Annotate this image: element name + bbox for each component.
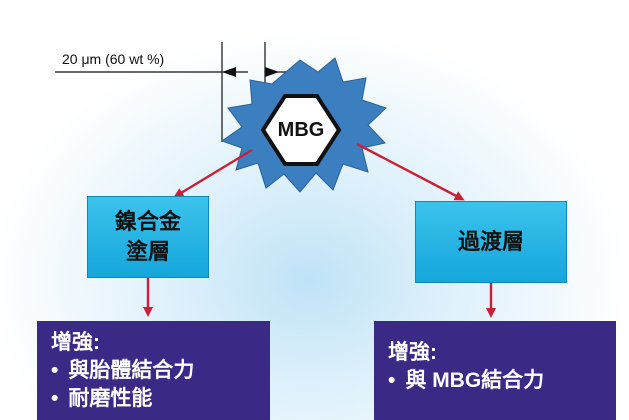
right-panel-list: 與 MBG結合力 [388, 367, 602, 395]
list-item: 與胎體結合力 [51, 357, 256, 385]
left-panel-heading: 增強: [51, 331, 100, 354]
scale-label: 20 μm (60 wt %) [62, 51, 165, 67]
nickel-alloy-label: 鎳合金 [114, 209, 181, 234]
left-panel-list: 與胎體結合力 耐磨性能 [51, 357, 256, 413]
mbg-core-hexagon [260, 94, 342, 166]
transition-layer-box: 過渡層 [415, 201, 567, 283]
coating-label: 塗層 [125, 239, 170, 264]
arrow-to-right-box [356, 142, 465, 201]
list-item: 與 MBG結合力 [388, 367, 602, 395]
nickel-alloy-coating-box: 鎳合金 塗層 [87, 196, 209, 278]
scale-bar [55, 42, 288, 142]
arrow-to-left-box [173, 148, 253, 198]
right-enhancement-panel: 增強: 與 MBG結合力 [374, 321, 616, 420]
left-enhancement-panel: 增強: 與胎體結合力 耐磨性能 [37, 321, 270, 420]
right-panel-heading: 增強: [388, 341, 437, 364]
mbg-label: MBG [277, 118, 325, 141]
list-item: 耐磨性能 [51, 385, 256, 413]
